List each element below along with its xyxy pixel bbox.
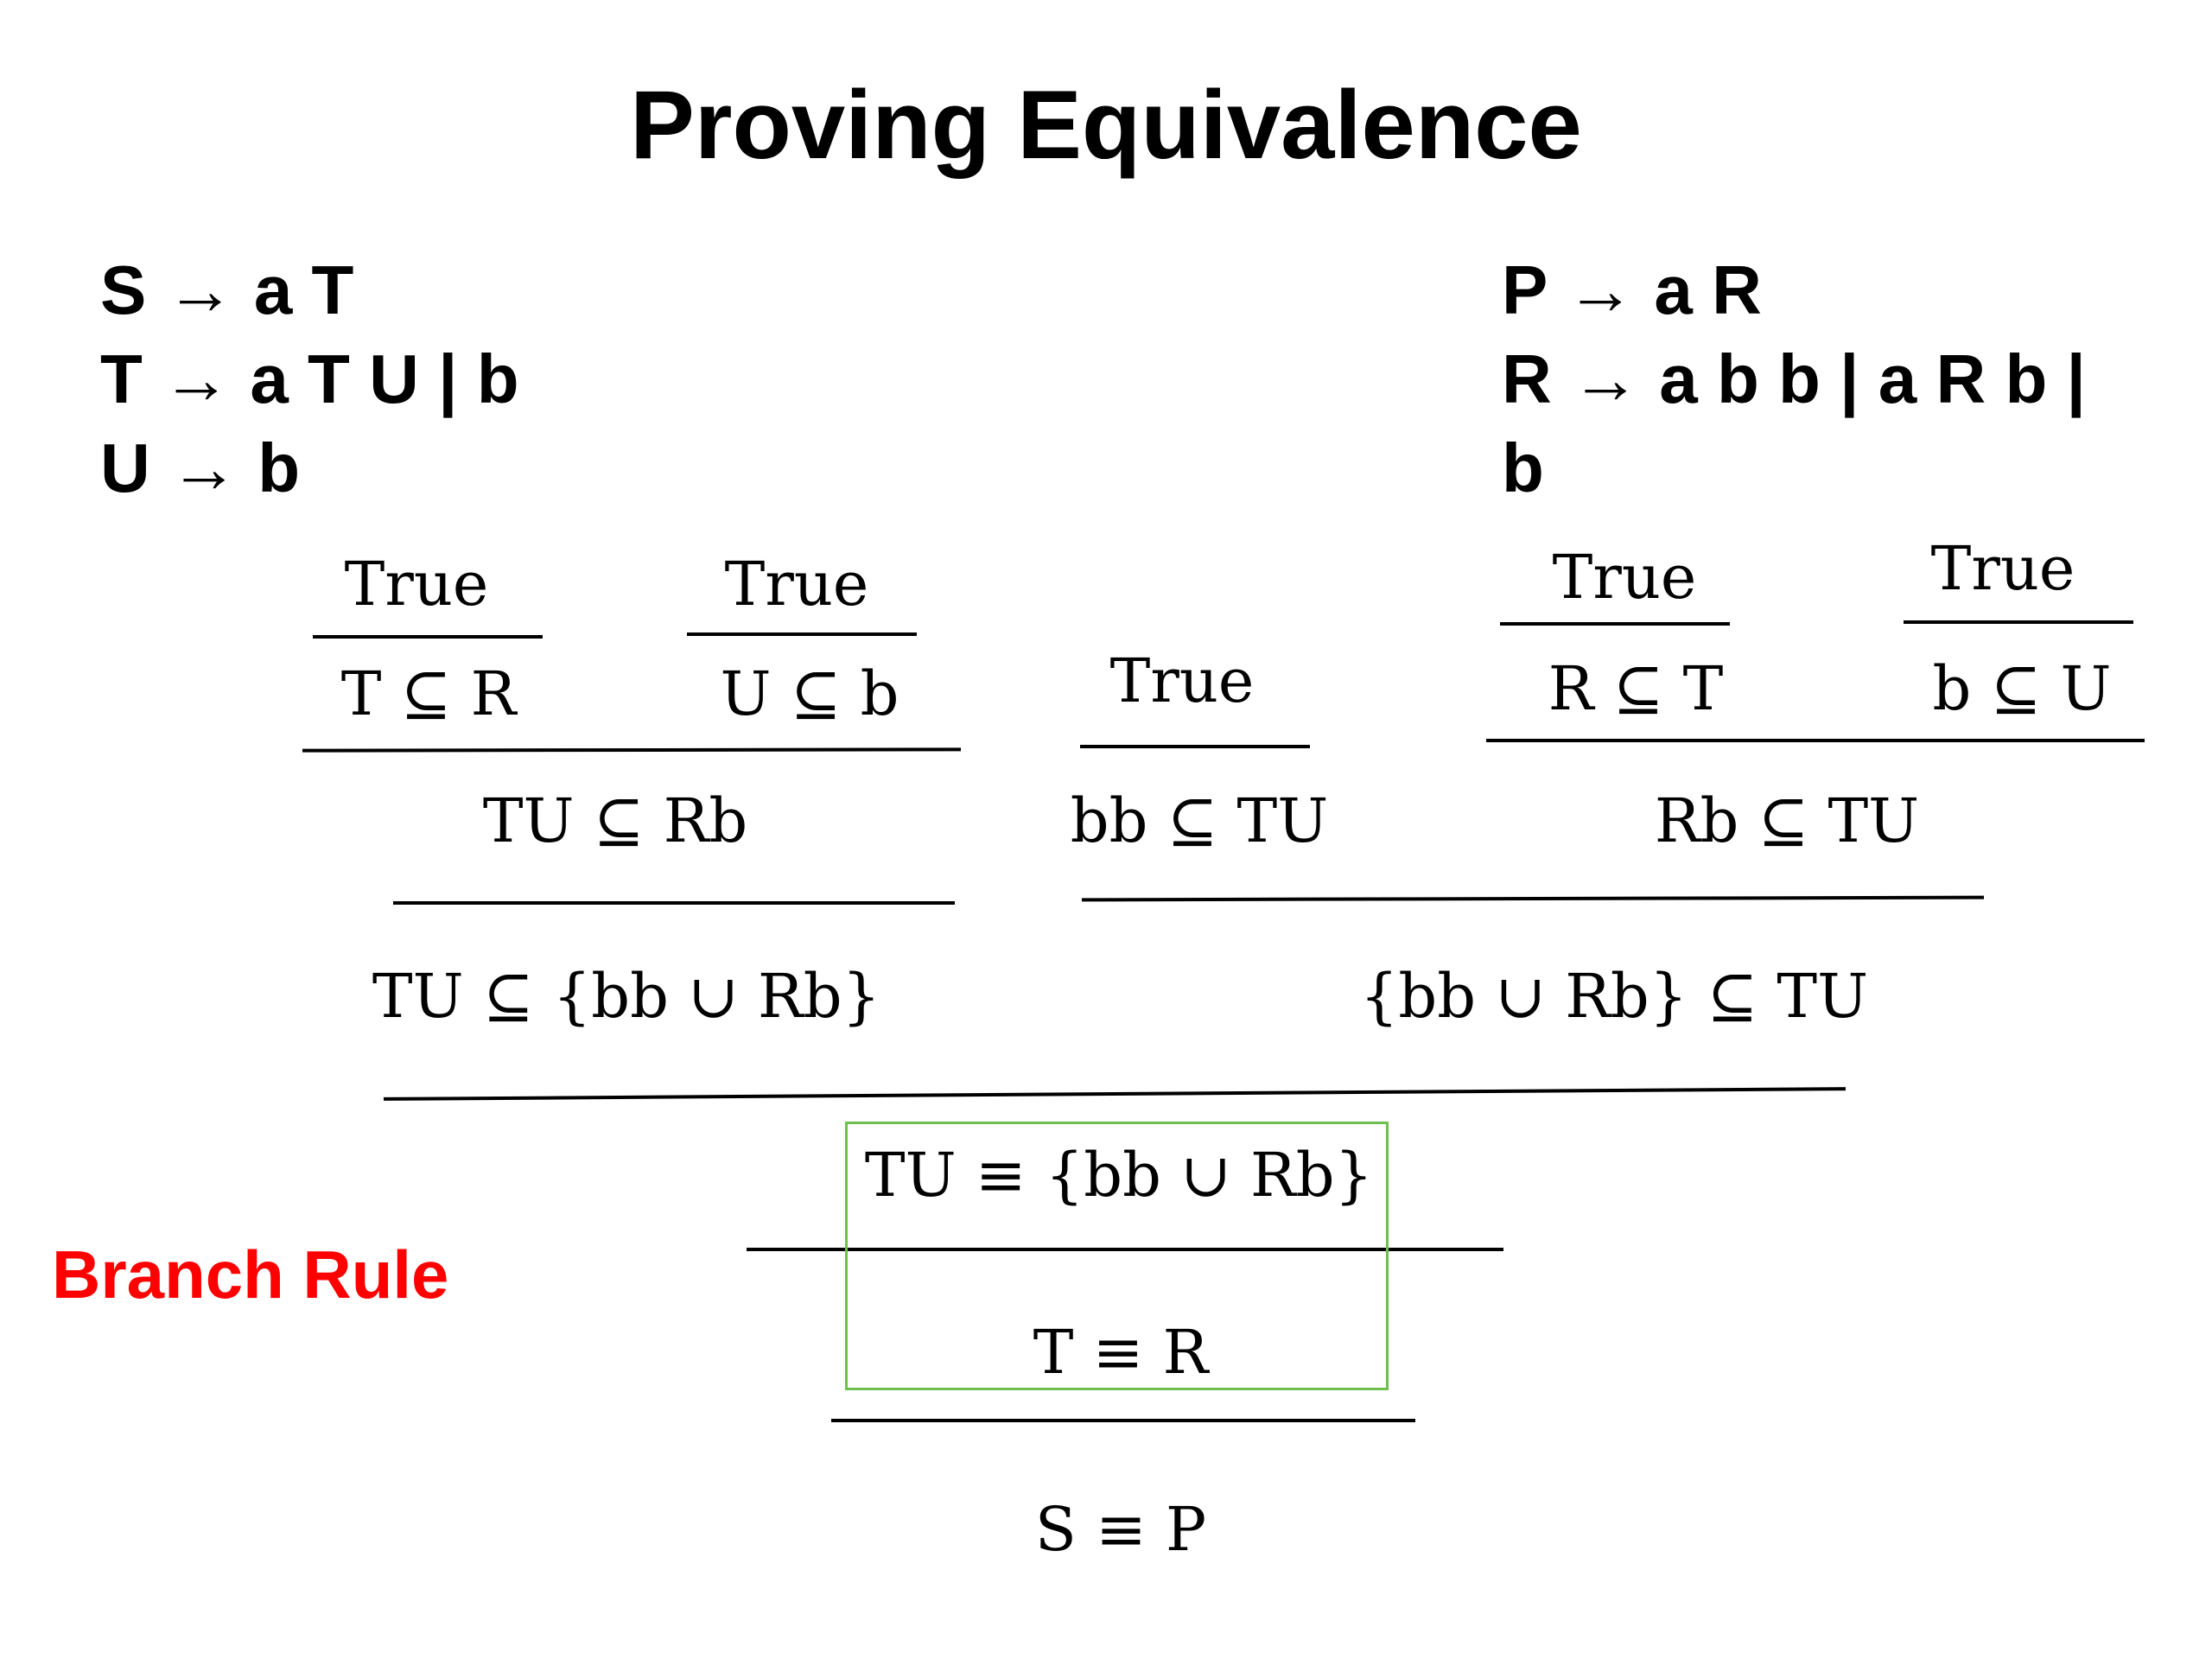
- inference-line: [393, 901, 955, 905]
- inference-line: [687, 632, 917, 636]
- grammar-left: S → a T T → a T U | b U → b: [100, 245, 519, 512]
- inference-line: [1500, 622, 1730, 626]
- branch-rule-label: Branch Rule: [52, 1236, 449, 1313]
- formula-bb-subset-tu: bb ⊆ TU: [1070, 785, 1329, 856]
- inference-line: [1904, 620, 2133, 624]
- inference-line: [1080, 745, 1310, 748]
- inference-line: [831, 1419, 1415, 1422]
- inference-line: [384, 1087, 1846, 1101]
- formula-t-subset-r: T ⊆ R: [340, 658, 517, 729]
- true-leaf: True: [1930, 533, 2075, 604]
- inference-line: [747, 1248, 1503, 1251]
- inference-line: [1081, 895, 1985, 902]
- true-leaf: True: [1109, 645, 1255, 716]
- inference-line: [313, 635, 543, 639]
- formula-u-subset-b: U ⊆ b: [720, 658, 899, 729]
- grammar-rule: R → a b b | a R b |: [1502, 340, 2086, 417]
- grammar-rule: S → a T: [100, 251, 354, 328]
- grammar-rule: T → a T U | b: [100, 340, 519, 417]
- formula-t-equiv-r: T ≡ R: [1033, 1317, 1209, 1388]
- inference-line: [1486, 739, 2145, 742]
- true-leaf: True: [1552, 542, 1697, 613]
- formula-tu-subset-rb: TU ⊆ Rb: [482, 785, 748, 856]
- grammar-rule: U → b: [100, 429, 301, 506]
- grammar-rule: b: [1502, 429, 1544, 506]
- grammar-rule: P → a R: [1502, 251, 1762, 328]
- page-title: Proving Equivalence: [630, 71, 1582, 179]
- grammar-right: P → a R R → a b b | a R b | b: [1502, 245, 2086, 512]
- inference-line: [302, 747, 962, 753]
- formula-rb-subset-tu: Rb ⊆ TU: [1654, 785, 1920, 856]
- highlight-box: [845, 1122, 1389, 1390]
- formula-s-equiv-p: S ≡ P: [1034, 1494, 1207, 1565]
- formula-tu-equiv-union: TU ≡ {bb ∪ Rb}: [864, 1140, 1374, 1211]
- formula-tu-subset-union: TU ⊆ {bb ∪ Rb}: [372, 961, 881, 1032]
- true-leaf: True: [344, 549, 489, 620]
- formula-r-subset-t: R ⊆ T: [1548, 653, 1724, 724]
- true-leaf: True: [724, 549, 869, 620]
- formula-b-subset-u: b ⊆ U: [1932, 653, 2112, 724]
- formula-union-subset-tu: {bb ∪ Rb} ⊆ TU: [1359, 961, 1869, 1032]
